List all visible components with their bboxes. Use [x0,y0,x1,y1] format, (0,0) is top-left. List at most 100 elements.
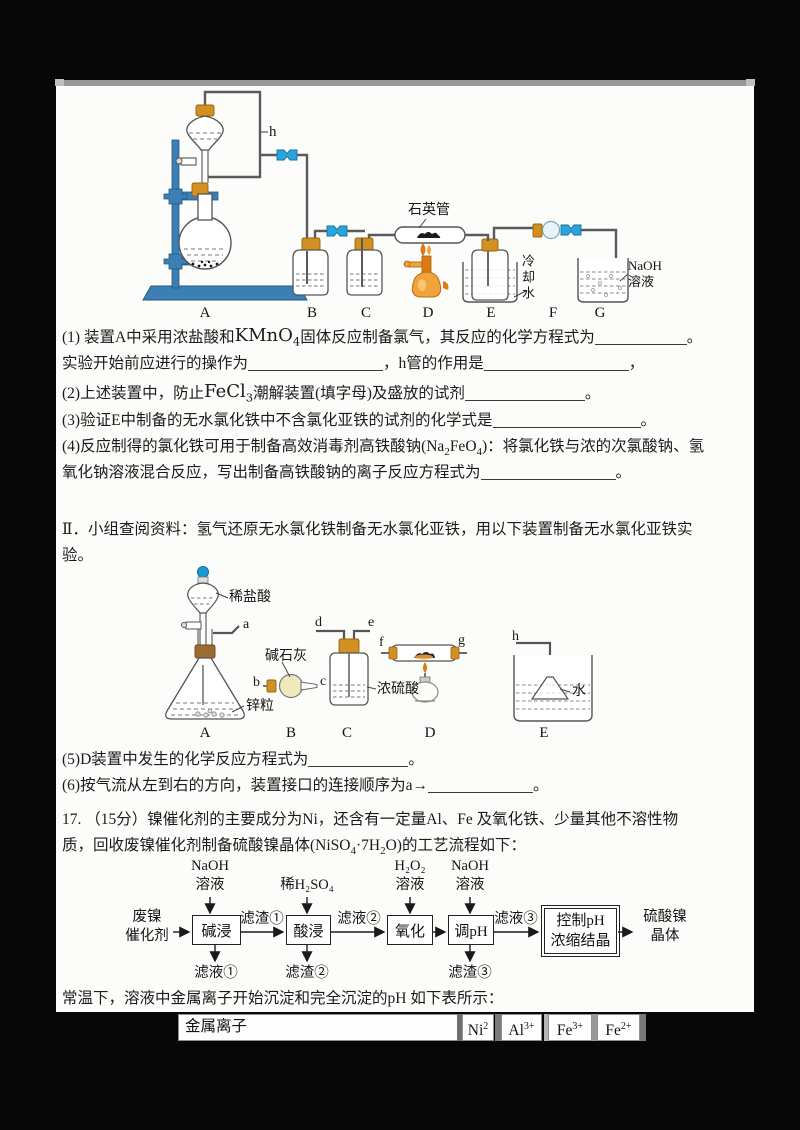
naoh-solution-label: NaOH 溶液 [628,258,662,290]
question-3-line: (3)验证E中制备的无水氯化铁中不含氯化亚铁的试剂的化学式是。 [62,407,752,434]
question-text: ，h管的作用是 [383,355,484,372]
table-intro-line: 常温下，溶液中金属离子开始沉淀和完全沉淀的pH 如下表所示： [62,990,504,1007]
port-f-label: f [379,635,384,650]
apparatus-drawing-2 [165,566,593,722]
answer-blank [464,385,585,401]
apparatus-letter-c: C [360,305,372,321]
port-d-label: d [315,615,322,630]
answer-blank [594,329,687,345]
gas-washing-bottle-c [346,233,395,296]
apparatus-letter-f: F [548,305,558,321]
separating-funnel-2 [181,566,229,645]
subscript: 2 [380,845,386,858]
formula-kmno4: KMnO4 [234,325,301,349]
apparatus2-letter-d: D [424,725,436,741]
flow-box-text: 浓缩结晶 [550,933,611,949]
flow-box-crystallize: 控制pH 浓缩结晶 [541,905,620,957]
question-17-line-2: 质，回收废镍催化剂制备硫酸镍晶体(NiSO4·7H2O)的工艺流程如下： [62,833,752,864]
question-6-line: (6)按气流从左到右的方向，装置接口的连接顺序为a→ 。 [62,773,752,799]
flow-label-residue-1: 滤渣① [240,911,284,927]
collection-bottle-e [465,226,533,301]
question-1-line-1: (1) 装置A中采用浓盐酸和KMnO4固体反应制备氯气，其反应的化学方程式为 。 [62,323,752,357]
question-text: (6)按气流从左到右的方向，装置接口的连接顺序为a→ [62,777,428,794]
flow-end-label: 硫酸镍晶体 [643,909,687,944]
apparatus-letter-g: G [594,305,606,321]
question-text: 。 [584,385,601,402]
flow-box-adjust-ph: 调pH [448,915,494,945]
h-bypass-tube [203,90,309,238]
pinch-valve-icon [276,149,298,161]
question-text: 。 [408,751,424,768]
port-g-label: g [458,633,465,648]
question-text: 。 [615,464,632,481]
gas-washing-bottle-b [292,229,365,296]
port-b-label: b [253,675,260,690]
subscript: 2 [444,446,450,459]
pinch-valve-icon [560,224,582,236]
question-5-line: (5)D装置中发生的化学反应方程式为 。 [62,747,752,773]
subscript: 4 [350,845,356,858]
zinc-granules-label: 锌粒 [246,699,274,714]
formula-fecl3: FeCl3 [204,381,254,405]
flow-box-oxidize: 氧化 [387,915,433,945]
question-text: 氧化钠溶液混合反应，写出制备高铁酸钠的离子反应方程式为 [62,464,481,481]
conc-h2so4-label: 浓硫酸 [377,682,419,697]
round-bottom-flask [178,182,232,270]
question-text: 。 [532,777,549,794]
quartz-tube-label: 石英管 [408,203,450,218]
apparatus-letter-e: E [486,305,496,321]
apparatus2-letter-e: E [539,725,549,741]
table-cell-fe3: Fe3+ [548,1014,592,1041]
question-2-line: (2)上述装置中，防止FeCl3潮解装置(填字母)及盛放的试剂 。 [62,379,752,413]
ph-table-row: 金属离子 Ni2 Al3+ Fe3+ Fe2+ [0,1014,800,1042]
soda-lime-label: 碱石灰 [265,649,307,664]
apparatus-diagram-2: 稀盐酸 碱石灰 浓硫酸 锌粒 水 a b c d e f g h A B C D… [86,565,726,745]
port-h-label: h [512,629,519,644]
flow-label-residue-2: 滤渣② [285,965,329,981]
conc-sulfuric-bottle [316,629,377,706]
port-c-label: c [320,674,327,689]
question-text: (2)上述装置中，防止 [62,385,205,402]
soda-lime-bulb [263,661,318,699]
question-text: (5)D装置中发生的化学反应方程式为 [62,751,309,768]
question-text: 质，回收废镍催化剂制备硫酸镍晶体(NiSO [62,837,351,854]
water-beaker-funnel [513,641,593,722]
pinch-valve-icon [326,225,348,237]
question-1-line-2: 实验开始前应进行的操作为，h管的作用是， [62,350,752,377]
apparatus2-letter-a: A [199,725,211,741]
question-text: 潮解装置(填字母)及盛放的试剂 [253,385,465,402]
flow-box-acid-leach: 酸浸 [286,915,331,945]
apparatus-drawing-1 [142,90,629,303]
table-cell-ni: Ni2 [462,1014,494,1041]
flow-label-filtrate-2: 滤液② [337,911,381,927]
flow-box-text: 控制pH [556,913,605,929]
question-text: )：将氯化铁与浓的次氯酸钠、氢 [482,438,705,455]
question-4-line-2: 氧化钠溶液混合反应，写出制备高铁酸钠的离子反应方程式为 。 [62,459,752,486]
question-text: 固体反应制备氯气，其反应的化学方程式为 [300,329,595,346]
dilute-hcl-label: 稀盐酸 [229,590,271,605]
question-text: (4)反应制得的氯化铁可用于制备高效消毒剂高铁酸钠(Na [62,438,445,455]
part2-intro-line-1: Ⅱ．小组查阅资料：氢气还原无水氯化铁制备无水氯化亚铁，用以下装置制备无水氯化亚铁… [62,521,693,538]
question-text: (1) 装置A中采用浓盐酸和 [62,329,235,346]
question-17-line-1: 17. （15分）镍催化剂的主要成分为Ni，还含有一定量Al、Fe 及氧化铁、少… [62,811,679,828]
apparatus-diagram-1: h 石英管 冷却水 NaOH 溶液 A B C D E F G [81,88,781,321]
question-4-line-1: (4)反应制得的氯化铁可用于制备高效消毒剂高铁酸钠(Na2FeO4)：将氯化铁与… [62,433,752,466]
flow-label-filtrate-1: 滤液① [194,965,238,981]
naoh-beaker-g [577,258,629,303]
flow-start-label: 废镍催化剂 [125,909,169,944]
apparatus2-letter-c: C [341,725,353,741]
table-header-metal-ion: 金属离子 [178,1014,465,1041]
conical-flask [165,625,245,720]
iron-stand [142,139,308,301]
flow-arrows [173,897,634,963]
flow-label-residue-3: 滤渣③ [448,965,492,981]
flow-box-alkali-leach: 碱浸 [192,915,241,945]
question-text: 。 [686,329,703,346]
answer-blank [480,464,616,480]
question-text: ， [628,355,645,372]
answer-blank [427,777,533,793]
